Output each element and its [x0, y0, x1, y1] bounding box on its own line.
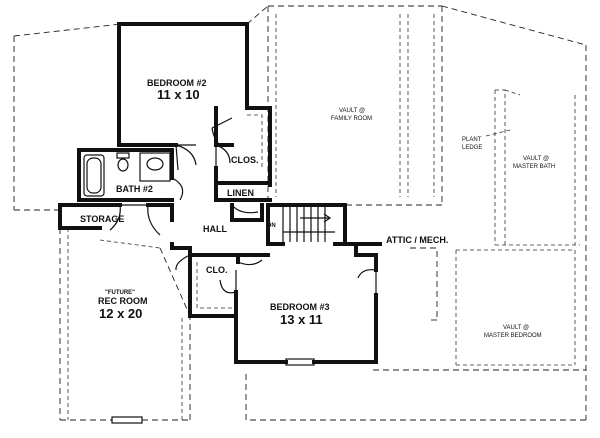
rec-room-future: "FUTURE"	[105, 290, 135, 296]
bedroom2-name: BEDROOM #2	[147, 78, 207, 88]
linen-label: LINEN	[227, 188, 254, 198]
storage-label: STORAGE	[80, 214, 124, 224]
stair-down-label: DN	[267, 223, 276, 229]
vault-family-room-line1: VAULT @	[339, 108, 365, 114]
closet-lower-label: CLO.	[206, 265, 228, 275]
fixtures	[83, 114, 377, 424]
rec-room-outline	[59, 228, 191, 421]
vault-family-room-line2: FAMILY ROOM	[331, 116, 372, 122]
closet-upper-label: CLOS.	[231, 155, 259, 165]
bath2-label: BATH #2	[116, 184, 153, 194]
bedroom2-size: 11 x 10	[157, 87, 200, 102]
vault-master-bath-line2: MASTER BATH	[513, 164, 555, 170]
rec-room-name: REC ROOM	[98, 296, 148, 306]
attic-outline	[13, 5, 587, 421]
walls	[58, 22, 382, 364]
hall-label: HALL	[203, 224, 227, 234]
attic-label: ATTIC / MECH.	[386, 235, 448, 245]
plant-ledge-line2: LEDGE	[462, 145, 482, 151]
vault-master-bedroom-line1: VAULT @	[503, 325, 529, 331]
bedroom3-size: 13 x 11	[280, 312, 323, 327]
vault-master-bath-line1: VAULT @	[523, 156, 549, 162]
bedroom3-name: BEDROOM #3	[270, 302, 330, 312]
vault-master-bedroom-line2: MASTER BEDROOM	[484, 333, 542, 339]
rec-room-size: 12 x 20	[99, 306, 142, 321]
plant-ledge-line1: PLANT	[462, 137, 482, 143]
